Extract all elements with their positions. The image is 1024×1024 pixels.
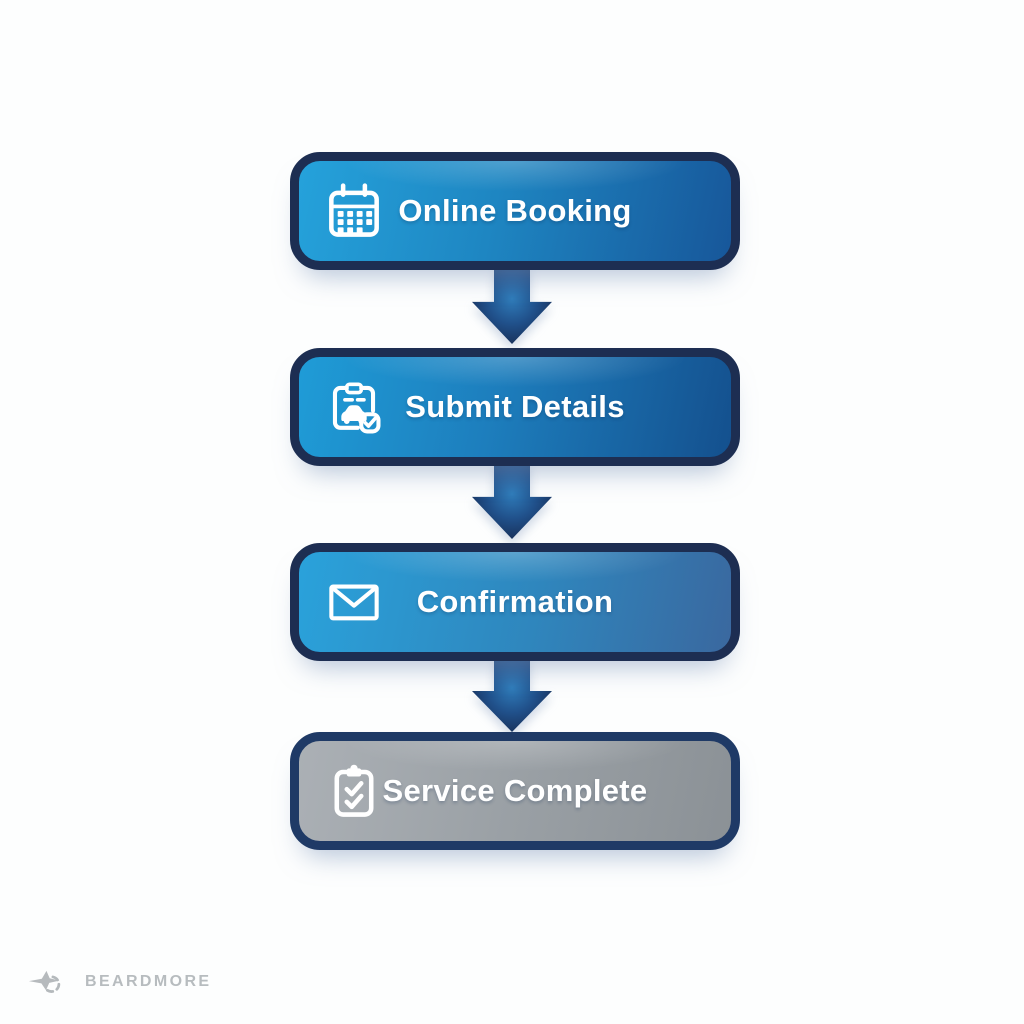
clipboard-car-check-icon (325, 378, 383, 436)
step-label: Submit Details (405, 389, 625, 424)
checklist-clipboard-icon (325, 762, 383, 820)
step-label: Service Complete (382, 773, 648, 808)
step-online-booking: Online Booking (290, 152, 740, 270)
step-submit-details: Submit Details (290, 348, 740, 466)
brand-logo: BEARDMORE (28, 968, 212, 996)
step-confirmation: Confirmation (290, 543, 740, 661)
envelope-icon (325, 573, 383, 631)
calendar-icon (325, 182, 383, 240)
brand-name: BEARDMORE (85, 973, 212, 990)
step-service-complete: Service Complete (290, 732, 740, 850)
step-label: Online Booking (398, 193, 632, 228)
step-label: Confirmation (416, 584, 614, 619)
sparkle-swirl-icon (28, 968, 76, 996)
